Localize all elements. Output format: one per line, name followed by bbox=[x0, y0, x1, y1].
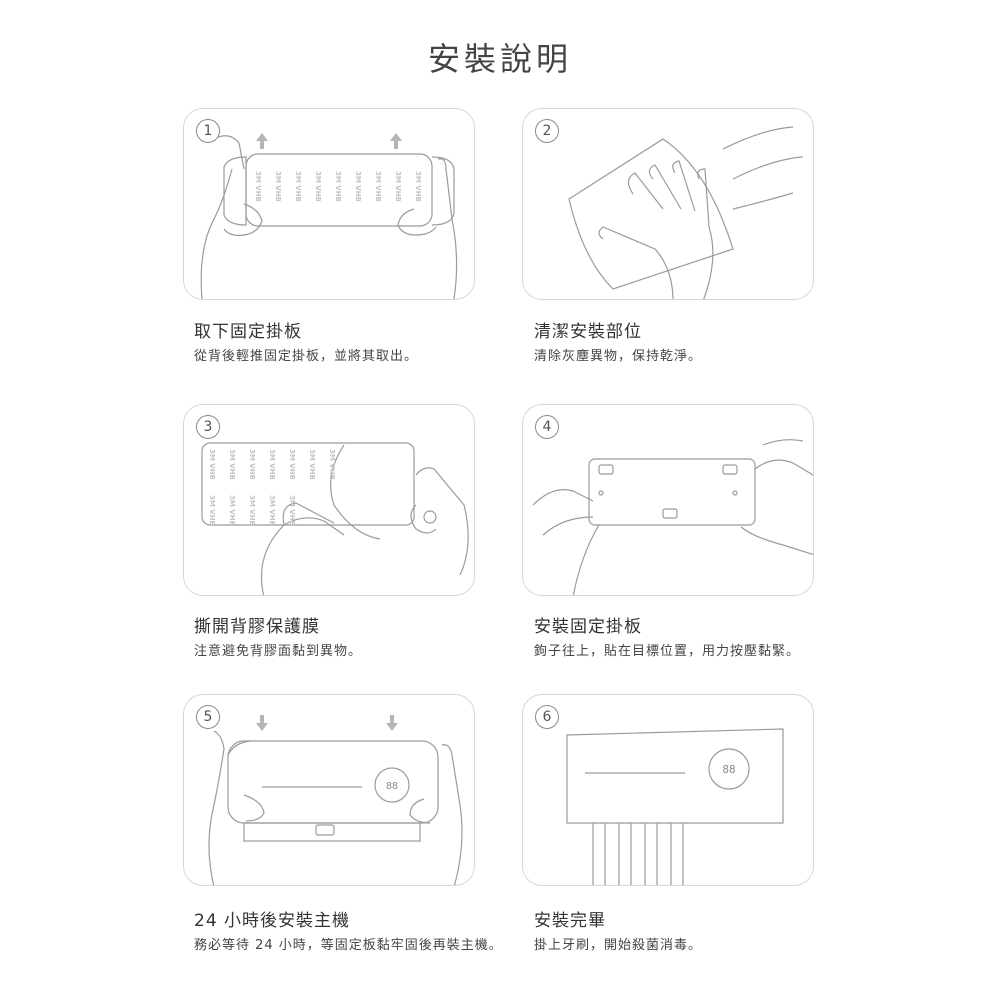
step-4-title: 安裝固定掛板 bbox=[534, 617, 642, 637]
led-display-digits: 88 bbox=[386, 781, 398, 792]
step-1-desc: 從背後輕推固定掛板，並將其取出。 bbox=[194, 349, 419, 364]
step-5-desc: 務必等待 24 小時，等固定板黏牢固後再裝主機。 bbox=[194, 938, 503, 953]
svg-text:3M VHB: 3M VHB bbox=[294, 171, 302, 202]
step-3-title: 撕開背膠保護膜 bbox=[194, 617, 320, 637]
step-number-badge: 1 bbox=[196, 119, 220, 143]
peel-film-drawing: 3M VHB 3M VHB 3M VHB 3M VHB 3M VHB 3M VH… bbox=[201, 442, 469, 595]
svg-text:3M VHB: 3M VHB bbox=[208, 449, 216, 480]
step-4-desc: 鉤子往上，貼在目標位置，用力按壓黏緊。 bbox=[534, 644, 801, 659]
step-number-badge: 2 bbox=[535, 119, 559, 143]
step-1-illustration: 3M VHB 3M VHB 3M VHB 3M VHB 3M VHB 3M VH… bbox=[183, 108, 475, 300]
step-2-desc: 清除灰塵異物，保持乾淨。 bbox=[534, 349, 703, 364]
step-6-desc: 掛上牙刷，開始殺菌消毒。 bbox=[534, 938, 703, 953]
svg-text:3M VHB: 3M VHB bbox=[308, 449, 316, 480]
svg-text:3M VHB: 3M VHB bbox=[288, 495, 296, 526]
svg-text:3M VHB: 3M VHB bbox=[208, 495, 216, 526]
svg-text:3M VHB: 3M VHB bbox=[248, 495, 256, 526]
step-5-title: 24 小時後安裝主機 bbox=[194, 911, 351, 931]
led-display-digits: 88 bbox=[722, 763, 735, 776]
page-title: 安裝說明 bbox=[427, 40, 572, 78]
step-6-title: 安裝完畢 bbox=[534, 911, 606, 931]
svg-text:3M VHB: 3M VHB bbox=[354, 171, 362, 202]
clean-surface-drawing bbox=[568, 126, 804, 299]
mount-plate-drawing bbox=[532, 439, 813, 595]
svg-text:3M VHB: 3M VHB bbox=[314, 171, 322, 202]
step-2-title: 清潔安裝部位 bbox=[534, 322, 642, 342]
step-number-badge: 4 bbox=[535, 415, 559, 439]
step-number-badge: 5 bbox=[196, 705, 220, 729]
step-2-illustration: 2 bbox=[522, 108, 814, 300]
svg-text:3M VHB: 3M VHB bbox=[268, 495, 276, 526]
remove-plate-drawing: 3M VHB 3M VHB 3M VHB 3M VHB 3M VHB 3M VH… bbox=[200, 133, 458, 299]
step-3-illustration: 3M VHB 3M VHB 3M VHB 3M VHB 3M VHB 3M VH… bbox=[183, 404, 475, 596]
step-number-badge: 6 bbox=[535, 705, 559, 729]
installed-sterilizer-drawing: 88 bbox=[566, 728, 784, 885]
svg-text:3M VHB: 3M VHB bbox=[228, 449, 236, 480]
svg-text:3M VHB: 3M VHB bbox=[228, 495, 236, 526]
svg-text:3M VHB: 3M VHB bbox=[394, 171, 402, 202]
step-6-illustration: 88 6 bbox=[522, 694, 814, 886]
tape-brand-label: 3M VHB bbox=[254, 171, 262, 202]
svg-text:3M VHB: 3M VHB bbox=[328, 449, 336, 480]
svg-text:3M VHB: 3M VHB bbox=[288, 449, 296, 480]
svg-text:3M VHB: 3M VHB bbox=[268, 449, 276, 480]
svg-text:3M VHB: 3M VHB bbox=[334, 171, 342, 202]
svg-text:3M VHB: 3M VHB bbox=[414, 171, 422, 202]
step-3-desc: 注意避免背膠面黏到異物。 bbox=[194, 644, 363, 659]
attach-main-unit-drawing: 88 bbox=[208, 715, 463, 885]
svg-text:3M VHB: 3M VHB bbox=[374, 171, 382, 202]
step-1-title: 取下固定掛板 bbox=[194, 322, 302, 342]
step-number-badge: 3 bbox=[196, 415, 220, 439]
step-4-illustration: 4 bbox=[522, 404, 814, 596]
svg-text:3M VHB: 3M VHB bbox=[274, 171, 282, 202]
svg-text:3M VHB: 3M VHB bbox=[248, 449, 256, 480]
step-5-illustration: 88 5 bbox=[183, 694, 475, 886]
